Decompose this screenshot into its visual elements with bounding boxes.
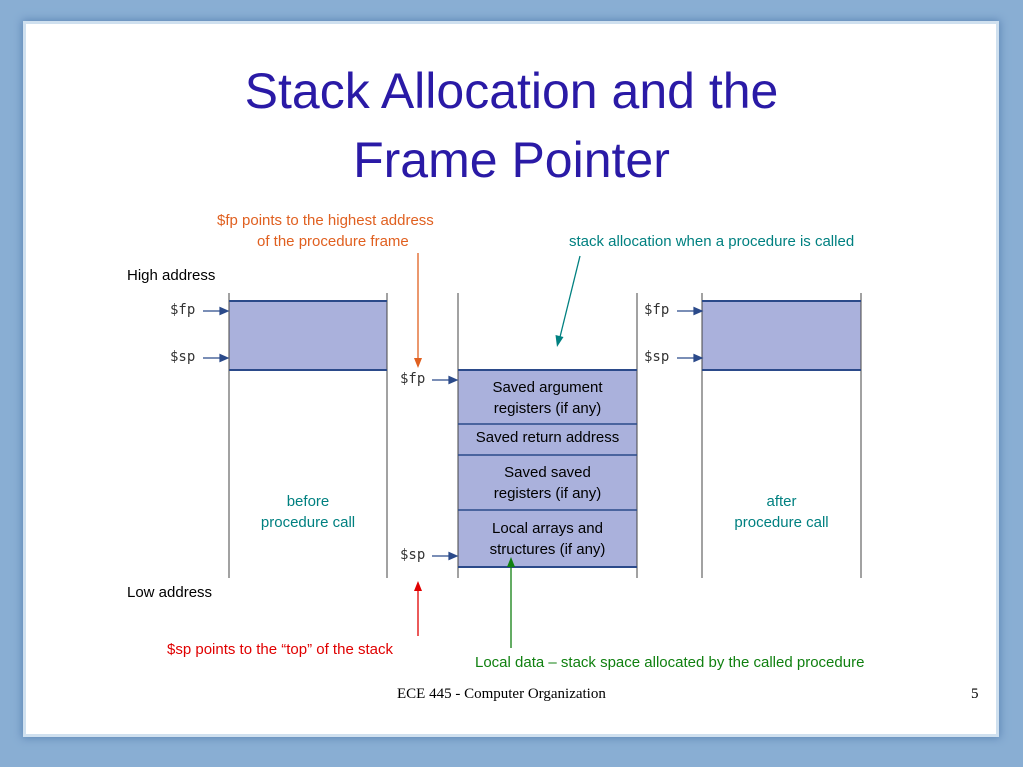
frame-row-saved-return-address: Saved return address <box>458 429 637 446</box>
after-label-line2: procedure call <box>734 514 829 531</box>
stack-alloc-annotation-arrow <box>555 255 581 347</box>
frame-row-text: Saved saved <box>504 464 591 481</box>
slide-title-line1: Stack Allocation and the <box>244 63 779 119</box>
frame-row-text: Saved return address <box>475 429 620 446</box>
frame-row-text: structures (if any) <box>489 541 606 558</box>
stack-alloc-note: stack allocation when a procedure is cal… <box>569 233 855 250</box>
footer-course: ECE 445 - Computer Organization <box>397 686 606 702</box>
after-fp-label: $fp <box>644 302 670 318</box>
high-address-label: High address <box>127 267 216 284</box>
slide-title-line2: Frame Pointer <box>353 132 670 188</box>
after-frame-block <box>702 301 861 370</box>
page-number: 5 <box>971 686 979 702</box>
sp-annotation-arrow <box>414 581 422 636</box>
frame-row-text: Local arrays and <box>492 520 603 537</box>
before-frame-block <box>229 301 387 370</box>
during-fp-label: $fp <box>400 371 426 387</box>
after-sp-label: $sp <box>644 349 670 365</box>
frame-row-text: registers (if any) <box>493 400 602 417</box>
local-data-note: Local data – stack space allocated by th… <box>475 654 865 671</box>
low-address-label: Low address <box>127 584 213 601</box>
fp-note-line2: of the procedure frame <box>257 233 409 250</box>
before-label-line1: before <box>286 493 330 510</box>
fp-annotation-arrow <box>414 253 422 368</box>
pointer-arrows <box>203 306 704 561</box>
frame-row-text: registers (if any) <box>493 485 602 502</box>
after-label-line1: after <box>766 493 797 510</box>
fp-note-line1: $fp points to the highest address <box>217 212 434 229</box>
before-label-line2: procedure call <box>260 514 356 531</box>
frame-row-local-arrays: Local arrays and structures (if any) <box>458 518 637 560</box>
before-sp-label: $sp <box>170 349 196 365</box>
sp-note: $sp points to the “top” of the stack <box>167 641 393 658</box>
local-data-annotation-arrow <box>507 557 515 648</box>
frame-row-saved-registers: Saved saved registers (if any) <box>458 462 637 504</box>
frame-row-text: Saved argument <box>492 379 603 396</box>
during-frame-block <box>458 370 637 567</box>
frame-row-saved-arguments: Saved argument registers (if any) <box>458 377 637 419</box>
before-fp-label: $fp <box>170 302 196 318</box>
during-sp-label: $sp <box>400 547 426 563</box>
